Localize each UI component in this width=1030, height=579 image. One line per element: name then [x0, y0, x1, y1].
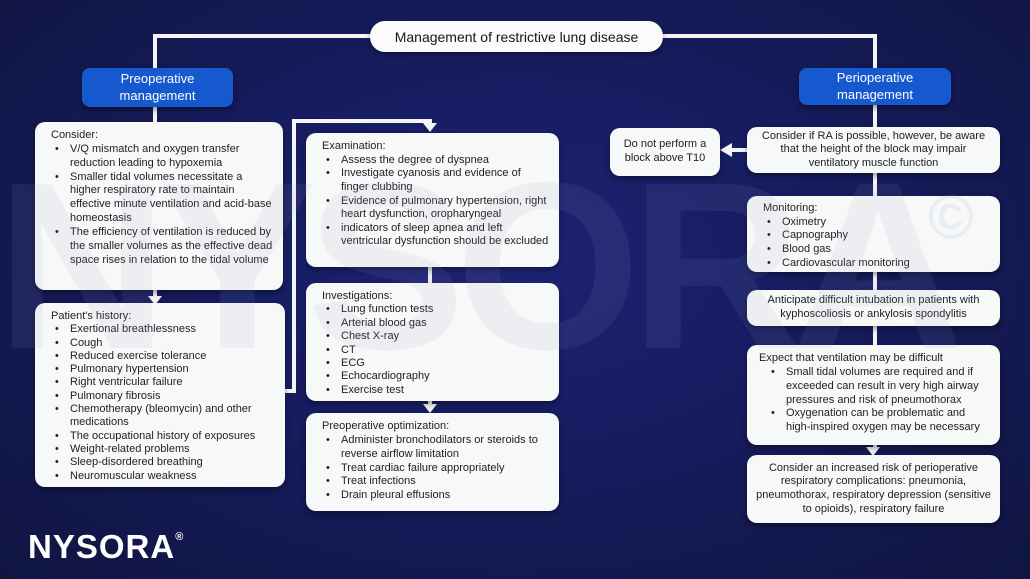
- arrow-consider-history: [148, 296, 162, 305]
- connector-ra-monitoring: [873, 173, 877, 196]
- connector-ra-block: [731, 148, 747, 152]
- perioperative-management-header: Perioperative management: [799, 68, 951, 105]
- investigations-box: Investigations: Lung function testsArter…: [306, 283, 559, 401]
- consider-heading: Consider:: [51, 129, 99, 141]
- investigations-list: Lung function testsArterial blood gasChe…: [322, 303, 549, 397]
- arrow-into-block-limit: [720, 143, 732, 157]
- examination-heading: Examination:: [322, 140, 386, 152]
- monitoring-heading: Monitoring:: [763, 202, 818, 214]
- arrow-into-examination: [423, 123, 437, 132]
- bullet-item: Reduced exercise tolerance: [51, 350, 275, 364]
- bullet-item: V/Q mismatch and oxygen transfer reducti…: [51, 143, 273, 171]
- connector-preop-consider: [153, 107, 157, 122]
- bullet-item: Evidence of pulmonary hypertension, righ…: [322, 195, 549, 222]
- bullet-item: Exertional breathlessness: [51, 323, 275, 337]
- bullet-item: ECG: [322, 357, 549, 371]
- bullet-item: The occupational history of exposures: [51, 430, 275, 444]
- nysora-logo-text: NYSORA: [28, 528, 176, 565]
- bullet-item: Sleep-disordered breathing: [51, 456, 275, 470]
- bullet-item: indicators of sleep apnea and left ventr…: [322, 222, 549, 249]
- consider-box: Consider: V/Q mismatch and oxygen transf…: [35, 122, 283, 290]
- preoperative-optimization-heading: Preoperative optimization:: [322, 420, 450, 432]
- bullet-item: Capnography: [763, 229, 990, 243]
- connector-exam-investigations: [428, 267, 432, 283]
- investigations-heading: Investigations:: [322, 290, 393, 302]
- bullet-item: Smaller tidal volumes necessitate a high…: [51, 171, 273, 226]
- block-limit-box: Do not perform a block above T10: [610, 128, 720, 176]
- bullet-item: Investigate cyanosis and evidence of fin…: [322, 167, 549, 194]
- bullet-item: Treat infections: [322, 475, 549, 489]
- connector-title-left: [155, 34, 372, 38]
- preoperative-optimization-box: Preoperative optimization: Administer br…: [306, 413, 559, 511]
- monitoring-box: Monitoring: OximetryCapnographyBlood gas…: [747, 196, 1000, 272]
- bullet-item: Pulmonary hypertension: [51, 363, 275, 377]
- difficult-ventilation-heading: Expect that ventilation may be difficult: [759, 352, 943, 364]
- connector-periop-top: [873, 34, 877, 68]
- connector-history-elbow-bottom: [283, 389, 296, 393]
- bullet-item: CT: [322, 344, 549, 358]
- connector-title-right: [661, 34, 877, 38]
- regional-anesthesia-box: Consider if RA is possible, however, be …: [747, 127, 1000, 173]
- bullet-item: The efficiency of ventilation is reduced…: [51, 226, 273, 268]
- consider-list: V/Q mismatch and oxygen transfer reducti…: [51, 143, 273, 268]
- difficult-ventilation-box: Expect that ventilation may be difficult…: [747, 345, 1000, 445]
- diagram-title: Management of restrictive lung disease: [370, 21, 663, 52]
- bullet-item: Treat cardiac failure appropriately: [322, 462, 549, 476]
- connector-history-elbow-vertical: [292, 119, 296, 393]
- bullet-item: Arterial blood gas: [322, 317, 549, 331]
- bullet-item: Cardiovascular monitoring: [763, 257, 990, 271]
- bullet-item: Oximetry: [763, 216, 990, 230]
- connector-periop-ra: [873, 105, 877, 127]
- monitoring-list: OximetryCapnographyBlood gasCardiovascul…: [763, 216, 990, 271]
- bullet-item: Assess the degree of dyspnea: [322, 154, 549, 168]
- bullet-item: Lung function tests: [322, 303, 549, 317]
- bullet-item: Neuromuscular weakness: [51, 470, 275, 484]
- bullet-item: Exercise test: [322, 384, 549, 398]
- preoperative-optimization-list: Administer bronchodilators or steroids t…: [322, 434, 549, 503]
- bullet-item: Blood gas: [763, 243, 990, 257]
- bullet-item: Echocardiography: [322, 370, 549, 384]
- bullet-item: Chest X-ray: [322, 330, 549, 344]
- arrow-into-complications: [866, 447, 880, 456]
- arrow-into-optimization: [423, 404, 437, 413]
- complications-box: Consider an increased risk of perioperat…: [747, 455, 1000, 523]
- connector-investigations-optimization: [428, 401, 432, 406]
- connector-consider-history: [153, 290, 157, 298]
- bullet-item: Right ventricular failure: [51, 376, 275, 390]
- bullet-item: Small tidal volumes are required and if …: [767, 366, 990, 408]
- connector-monitoring-intubation: [873, 272, 877, 290]
- bullet-item: Pulmonary fibrosis: [51, 390, 275, 404]
- patient-history-box: Patient's history: Exertional breathless…: [35, 303, 285, 487]
- patient-history-heading: Patient's history:: [51, 310, 132, 322]
- examination-box: Examination: Assess the degree of dyspne…: [306, 133, 559, 267]
- connector-history-elbow-top: [292, 119, 432, 123]
- registered-mark: ®: [175, 531, 185, 543]
- bullet-item: Cough: [51, 337, 275, 351]
- nysora-logo: NYSORA®: [28, 528, 184, 566]
- preoperative-management-header: Preoperative management: [82, 68, 233, 107]
- patient-history-list: Exertional breathlessnessCoughReduced ex…: [51, 323, 275, 483]
- bullet-item: Drain pleural effusions: [322, 489, 549, 503]
- bullet-item: Administer bronchodilators or steroids t…: [322, 434, 549, 462]
- bullet-item: Weight-related problems: [51, 443, 275, 457]
- connector-intubation-ventilation: [873, 326, 877, 345]
- examination-list: Assess the degree of dyspneaInvestigate …: [322, 154, 549, 249]
- bullet-item: Chemotherapy (bleomycin) and other medic…: [51, 403, 275, 430]
- difficult-ventilation-list: Small tidal volumes are required and if …: [759, 366, 990, 435]
- connector-preop-top: [153, 34, 157, 68]
- difficult-intubation-box: Anticipate difficult intubation in patie…: [747, 290, 1000, 326]
- bullet-item: Oxygenation can be problematic and high-…: [767, 407, 990, 435]
